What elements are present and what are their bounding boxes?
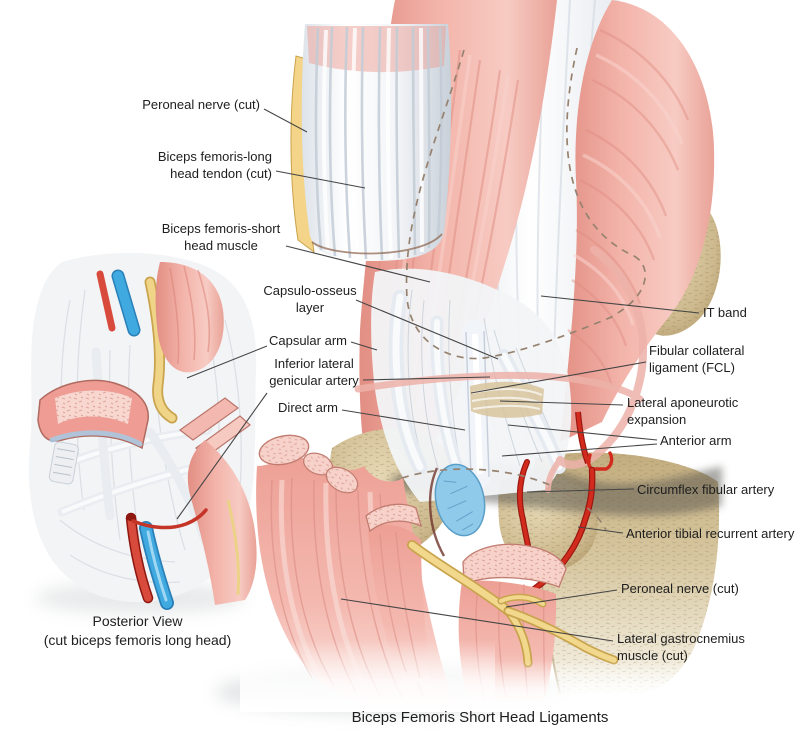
leader-fcl [470,361,647,394]
leader-anterior-arm-2 [501,443,658,457]
leader-peroneal-nerve-top [263,108,308,133]
inset-tendon-stub [48,441,79,485]
leader-inf-lat-genicular-inset [176,392,268,520]
leader-ant-tibial-recurrent [577,526,624,534]
inset-cut-stump [37,379,149,450]
leader-anterior-arm-1 [507,424,658,441]
bottom-fade-left [240,640,495,712]
leader-capsulo-osseus [355,299,499,360]
inset-muscle-top [155,262,224,373]
leader-lines [176,108,700,642]
label-bf-short-head-muscle: Biceps femoris-short head muscle [161,221,281,253]
label-direct-arm: Direct arm [278,400,338,415]
genicular-artery [354,246,647,493]
leader-bf-short-head-muscle [285,245,431,283]
label-peroneal-nerve-top: Peroneal nerve (cut) [142,97,260,112]
inset-vein-highlight [146,530,168,602]
label-capsulo-osseus: Capsulo-osseus layer [263,283,357,315]
inset-artery-top [96,270,116,332]
inset-genicular-branch [131,508,208,530]
bursa [434,463,486,537]
cut-surfaces [258,434,359,494]
vastus-lateralis-muscle [560,0,715,442]
label-bf-long-head-tendon: Biceps femoris-long head tendon (cut) [157,149,272,181]
inset-vein-top-fill [113,271,139,335]
dashed-outlines [401,47,647,531]
leader-peroneal-nerve-bottom [505,589,618,608]
label-it-band: IT band [703,305,747,320]
leader-bf-long-head-tendon [275,170,366,189]
inset-nerve-fill [146,278,176,422]
label-peroneal-nerve-bottom: Peroneal nerve (cut) [621,581,739,596]
leader-inf-lat-genicular-right [362,376,491,381]
label-capsular-arm: Capsular arm [268,333,347,348]
label-fcl: Fibular collateral ligament (FCL) [649,343,745,375]
bursa-outline-vessel [428,467,446,557]
leader-lat-gastrocnemius [340,598,614,642]
leader-capsular-arm-right [350,341,378,351]
label-ant-tibial-recurrent: Anterior tibial recurrent artery [626,526,795,541]
label-inf-lat-genicular: Inferior lateral genicular artery [269,356,359,388]
figure-title: Biceps Femoris Short Head Ligaments [351,709,609,726]
inset-illustration [28,252,257,614]
lateral-aponeurotic-expansion [470,381,544,418]
inset-cartilage-rim [49,430,143,447]
bottom-fade-right [495,660,740,712]
leader-lat-aponeurotic [499,400,624,406]
label-lat-aponeurotic: Lateral aponeurotic expansion [627,395,739,427]
inset-nerve-thin [226,499,240,596]
inset-artery-cut-end [126,513,136,521]
leader-it-band [540,295,700,314]
inset-caption: Posterior View (cut biceps femoris long … [43,613,232,648]
long-head-tendon-stump [290,24,452,261]
leader-capsular-arm-inset [186,345,268,379]
leader-direct-arm [341,409,466,431]
leader-circumflex [526,488,635,493]
label-lat-gastrocnemius: Lateral gastrocnemius muscle (cut) [617,631,745,663]
label-circumflex: Circumflex fibular artery [637,482,775,497]
inset-artery-bottom-fill [127,514,152,602]
label-anterior-arm: Anterior arm [660,433,732,448]
inset-muscle-bottom [187,440,257,605]
